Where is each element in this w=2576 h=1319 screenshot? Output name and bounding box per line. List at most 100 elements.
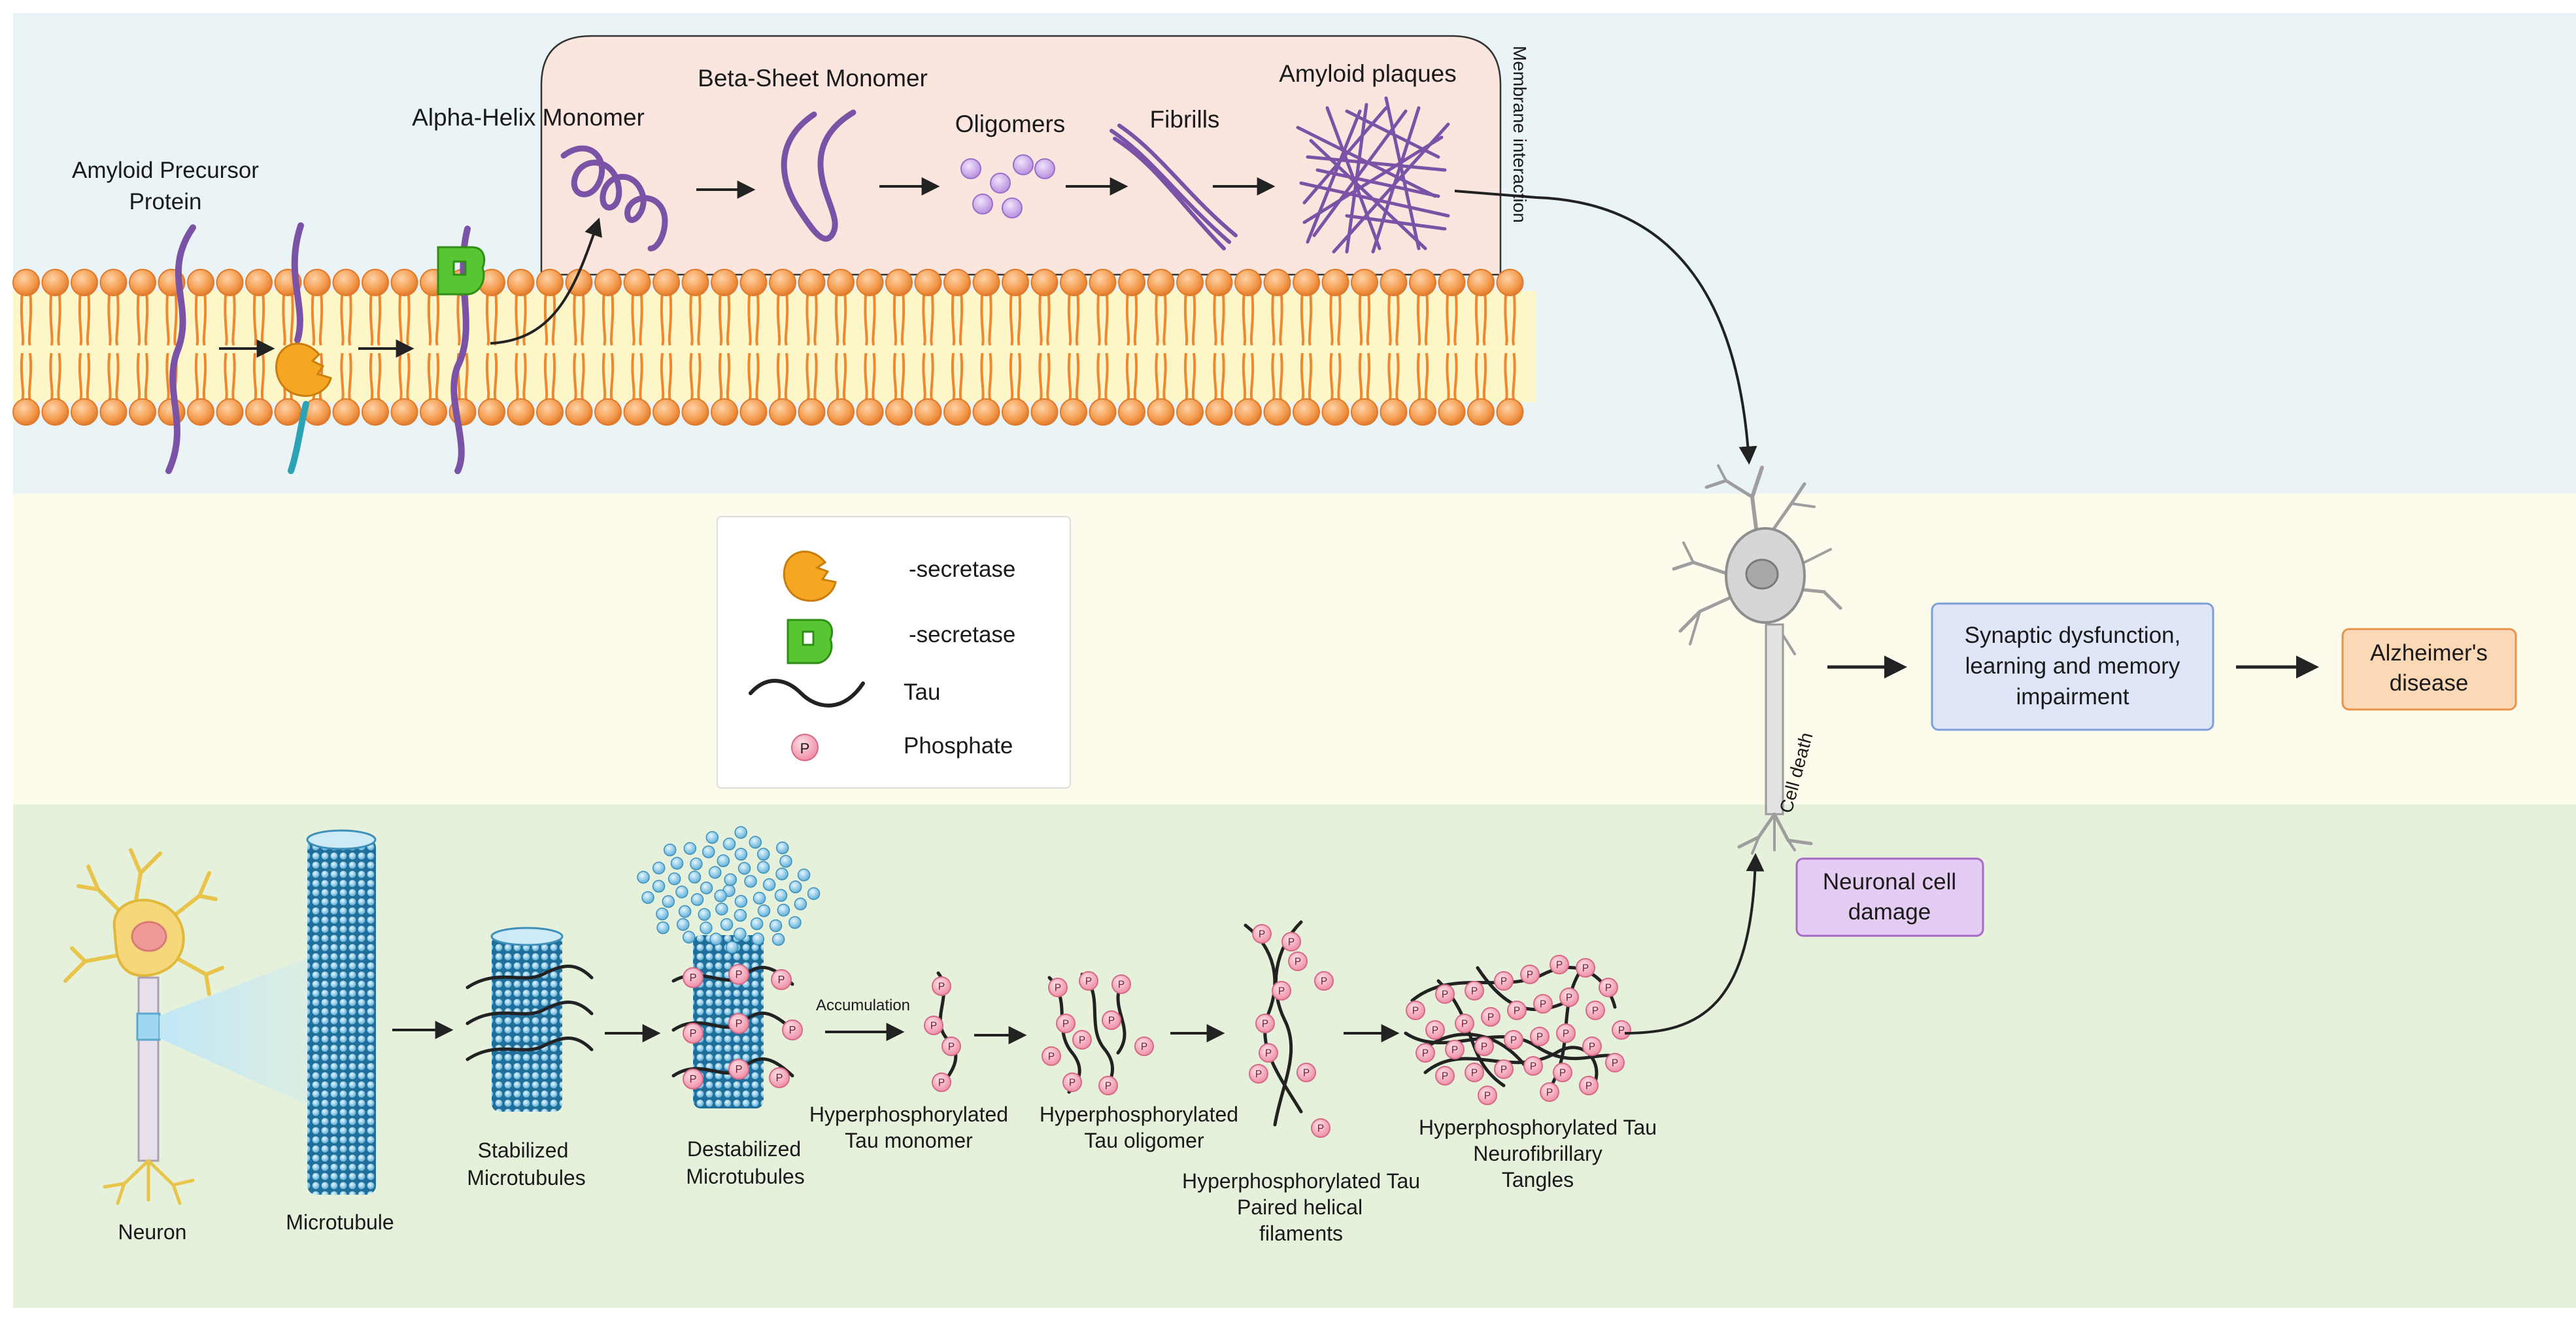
phosphate-icon [1048, 978, 1068, 997]
lipid-tail-bottom [718, 352, 731, 401]
lipid-tail-bottom [1038, 352, 1051, 401]
lipid-head-bottom [71, 398, 98, 426]
phosphate-icon [1252, 924, 1272, 944]
lipid-head-top [1409, 269, 1436, 296]
phosphate-icon [1042, 1046, 1061, 1066]
phosphate-icon [1249, 1064, 1268, 1084]
lipid-tail-top [951, 290, 964, 346]
phosphate-letter: P [1500, 976, 1507, 987]
tubulin-dimer [683, 842, 697, 855]
nft-label-line2: Neurofibrillary [1473, 1142, 1602, 1165]
lipid-head-bottom [274, 398, 302, 426]
lipid-head-bottom [565, 398, 593, 426]
phosphate-letter: P [1592, 1005, 1599, 1016]
tubulin-dimer [737, 862, 751, 875]
monomer-label-line2: Tau monomer [845, 1129, 973, 1152]
phosphate-icon [941, 1036, 961, 1056]
lipid-tail-bottom [892, 352, 906, 401]
lipid-tail-bottom [1242, 352, 1255, 401]
lipid-tail-bottom [398, 352, 411, 401]
lipid-tail-top [805, 290, 818, 346]
phosphate-icon [1530, 1027, 1550, 1046]
synaptic-dysfunction-line2: learning and memory [1965, 653, 2180, 679]
lipid-head-bottom [536, 398, 564, 426]
phosphate-icon [1111, 974, 1131, 994]
phosphate-letter: P [1471, 985, 1478, 997]
lipid-tail-bottom [78, 352, 91, 401]
lipid-head-top [972, 269, 1000, 296]
lipid-tail-top [1504, 290, 1516, 346]
lipid-head-top [1147, 269, 1175, 296]
phosphate-letter: P [1527, 969, 1533, 980]
lipid-tail-top [660, 290, 673, 346]
phosphate-letter: P [775, 1072, 783, 1084]
phosphate-letter: P [1321, 976, 1327, 987]
tubulin-dimer [774, 889, 788, 902]
lipid-head-bottom [216, 398, 244, 426]
amyloid-plaques-label: Amyloid plaques [1279, 60, 1456, 87]
tubulin-dimer [652, 880, 666, 893]
monomer-label-line1: Hyperphosphorylated [809, 1103, 1008, 1126]
lipid-tail-top [1125, 290, 1138, 346]
lipid-tail-top [1474, 290, 1487, 346]
nft-label-line1: Hyperphosphorylated Tau [1419, 1116, 1657, 1139]
lipid-head-top [303, 269, 331, 296]
lipid-head-top [245, 269, 273, 296]
phosphate-letter: P [735, 1064, 742, 1076]
lipid-head-top [41, 269, 69, 296]
phosphate-letter: P [1563, 1028, 1569, 1039]
tubulin-dimer [779, 855, 792, 868]
phosphate-letter: P [689, 1028, 696, 1040]
tubulin-dimer [756, 848, 770, 861]
lipid-tail-top [980, 290, 992, 346]
lipid-tail-top [1009, 290, 1022, 346]
free-tubulin-dimers [637, 826, 821, 954]
lipid-tail-bottom [1125, 352, 1138, 401]
tubulin-dimer [690, 893, 704, 906]
phosphate-icon [932, 1072, 951, 1092]
phosphate-letter: P [1612, 1057, 1618, 1069]
plaque-fibril [1302, 106, 1388, 205]
tubulin-dimer [682, 931, 696, 944]
lipid-head-top [362, 269, 389, 296]
phosphate-icon [728, 1059, 749, 1080]
oligomer-label-line2: Tau oligomer [1084, 1129, 1204, 1152]
phosphate-letter: P [1317, 1123, 1324, 1134]
synaptic-dysfunction-box [1931, 602, 2214, 731]
phosphate-icon [1062, 1072, 1082, 1092]
lipid-tail-top [165, 290, 178, 346]
lipid-head-bottom [1409, 398, 1436, 426]
lipid-head-top [71, 269, 98, 296]
lipid-head-bottom [914, 398, 942, 426]
phosphate-letter: P [1546, 1087, 1553, 1098]
lipid-tail-bottom [107, 352, 120, 401]
lipid-tail-bottom [20, 352, 33, 401]
phosphate-letter: P [1530, 1061, 1536, 1072]
lipid-head-top [1118, 269, 1145, 296]
lipid-head-top [681, 269, 709, 296]
phosphate-letter: P [1461, 1018, 1468, 1029]
beta-secretase-enzyme-icon [275, 343, 332, 397]
lipid-tail-top [1446, 290, 1458, 346]
tubulin-dimer [776, 841, 789, 855]
lipid-tail-bottom [834, 352, 847, 401]
phosphate-letter: P [1559, 1067, 1566, 1078]
lipid-head-bottom [1176, 398, 1204, 426]
phosphate-icon [1465, 1063, 1484, 1082]
phosphate-letter: P [1451, 1044, 1458, 1055]
lipid-head-top [536, 269, 564, 296]
phosphate-letter: P [1618, 1025, 1625, 1036]
phosphate-icon [1435, 984, 1455, 1004]
lipid-tail-bottom [864, 352, 876, 401]
lipid-head-top [769, 269, 796, 296]
lipid-head-bottom [1030, 398, 1059, 426]
tubulin-dimer [720, 918, 734, 931]
tubulin-dimer [751, 933, 765, 946]
phosphate-letter: P [1255, 1069, 1262, 1080]
phosphate-letter: P [1288, 936, 1295, 948]
phosphate-letter: P [689, 1074, 696, 1086]
phosphate-letter: P [1295, 956, 1301, 967]
phosphate-letter: P [1500, 1064, 1507, 1075]
lipid-head-top [652, 269, 680, 296]
